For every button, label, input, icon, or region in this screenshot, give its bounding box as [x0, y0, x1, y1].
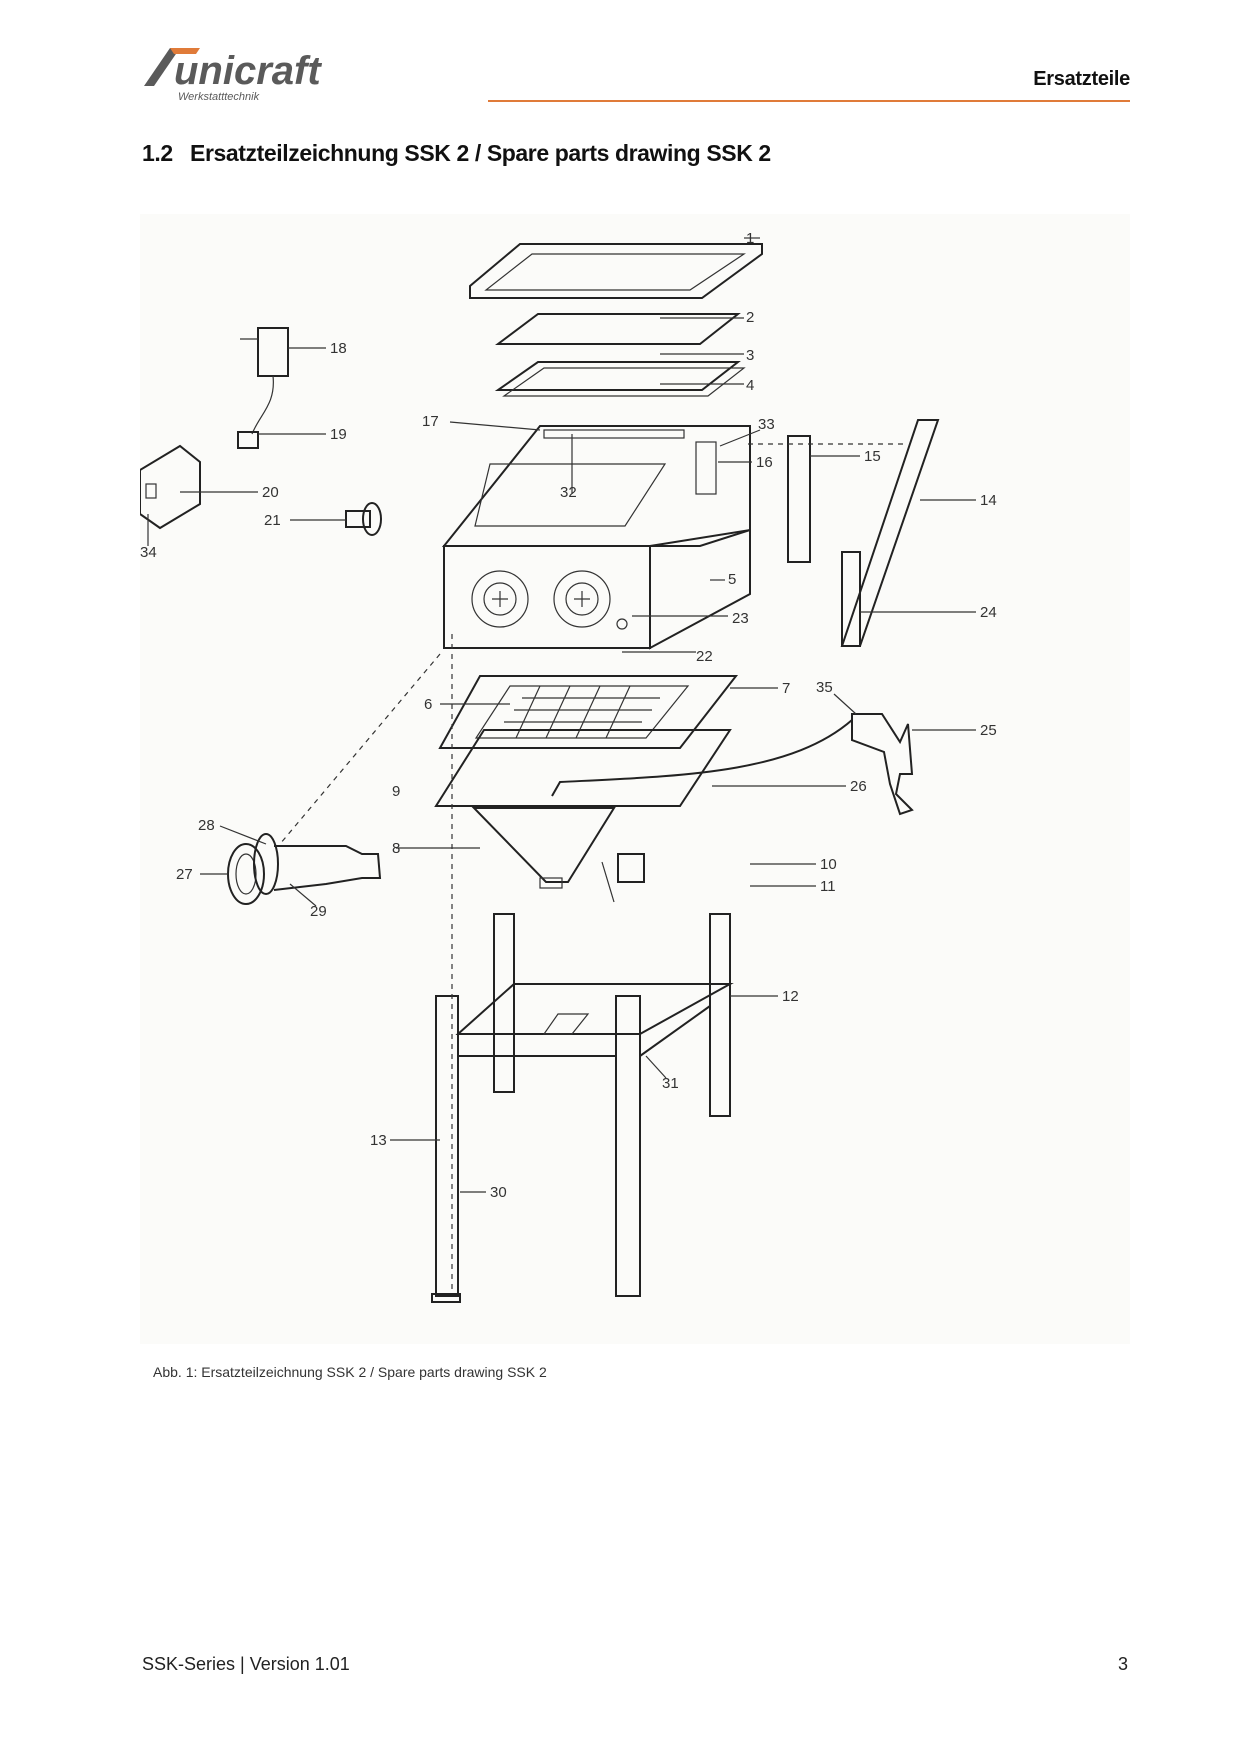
spare-parts-drawing: 1 2 3 4 5 6 7 8 9 10 11 12 13 14 15 16 1…: [140, 214, 1130, 1344]
callout-25: 25: [980, 722, 997, 739]
callout-5: 5: [728, 571, 736, 588]
callout-13: 13: [370, 1132, 387, 1149]
part-lamp: [362, 502, 382, 536]
heading-title: Ersatzteilzeichnung SSK 2 / Spare parts …: [190, 140, 771, 166]
callout-16: 16: [756, 454, 773, 471]
part-power-supply: [237, 327, 289, 449]
callout-24: 24: [980, 604, 997, 621]
callout-10: 10: [820, 856, 837, 873]
part-plate-4: [502, 367, 746, 397]
callout-31: 31: [662, 1075, 679, 1092]
part-hinge-strip: [787, 435, 811, 563]
part-switch: [145, 483, 157, 499]
callout-15: 15: [864, 448, 881, 465]
brand-logo: unicraft Werkstatttechnik: [140, 44, 380, 106]
callout-2: 2: [746, 309, 754, 326]
callout-7: 7: [782, 680, 790, 697]
callout-35: 35: [816, 679, 833, 696]
callout-29: 29: [310, 903, 327, 920]
part-hopper: [471, 807, 616, 883]
part-frame-top: [469, 243, 763, 299]
part-blast-gun: [551, 713, 914, 816]
callout-22: 22: [696, 648, 713, 665]
callout-21: 21: [264, 512, 281, 529]
callout-11: 11: [820, 878, 836, 895]
section-label: Ersatzteile: [1033, 68, 1130, 90]
callout-19: 19: [330, 426, 347, 443]
callout-14: 14: [980, 492, 997, 509]
callout-labels: 1 2 3 4 5 6 7 8 9 10 11 12 13 14 15 16 1…: [140, 230, 997, 1201]
callout-4: 4: [746, 377, 754, 394]
part-plate-2: [495, 313, 741, 345]
callout-28: 28: [198, 817, 215, 834]
part-seal: [434, 729, 732, 807]
callout-1: 1: [746, 230, 754, 247]
leader-lines: [147, 237, 976, 1193]
callout-23: 23: [732, 610, 749, 627]
part-glove: [227, 833, 382, 905]
callout-26: 26: [850, 778, 867, 795]
heading-number: 1.2: [142, 140, 173, 166]
part-plate-3: [494, 361, 741, 391]
part-cabinet: [441, 425, 751, 650]
page-heading: 1.2 Ersatzteilzeichnung SSK 2 / Spare par…: [142, 140, 771, 167]
figure-caption: Abb. 1: Ersatzteilzeichnung SSK 2 / Spar…: [153, 1364, 547, 1380]
callout-33: 33: [758, 416, 775, 433]
callout-17: 17: [422, 413, 439, 430]
brand-tagline: Werkstatttechnik: [178, 91, 260, 103]
header-divider: [488, 100, 1130, 102]
footer-version: SSK-Series | Version 1.01: [142, 1654, 350, 1674]
callout-34: 34: [140, 544, 157, 561]
unicraft-logo-icon: unicraft Werkstatttechnik: [144, 48, 322, 103]
callout-30: 30: [490, 1184, 507, 1201]
callout-18: 18: [330, 340, 347, 357]
callout-12: 12: [782, 988, 799, 1005]
part-valve: [617, 853, 645, 883]
part-door-seal: [841, 551, 861, 647]
page-number: 3: [1117, 1654, 1128, 1674]
exploded-view-drawing: 1 2 3 4 5 6 7 8 9 10 11 12 13 14 15 16 1…: [140, 230, 997, 1303]
brand-name: unicraft: [174, 49, 322, 93]
callout-8: 8: [392, 840, 400, 857]
callout-32: 32: [560, 484, 577, 501]
callout-9: 9: [392, 783, 400, 800]
callout-3: 3: [746, 347, 754, 364]
callout-6: 6: [424, 696, 432, 713]
part-grid-frame: [438, 675, 739, 749]
callout-27: 27: [176, 866, 193, 883]
callout-20: 20: [262, 484, 279, 501]
part-stand: [431, 913, 734, 1303]
part-lamp-box: [140, 444, 201, 530]
